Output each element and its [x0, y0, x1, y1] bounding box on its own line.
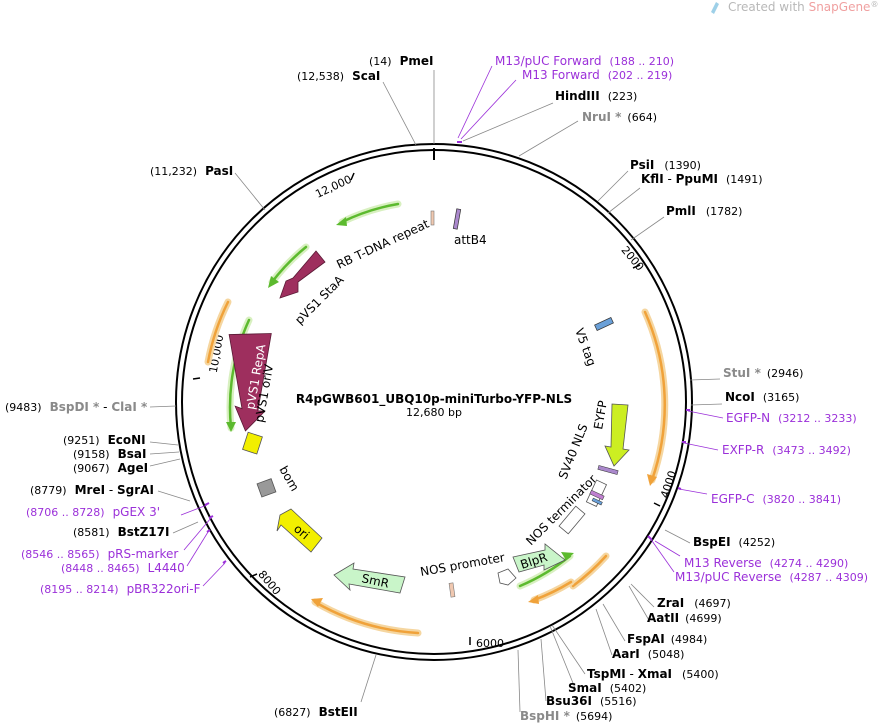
site-bsai: (9158)BsaI	[73, 447, 146, 461]
primer-marks	[204, 141, 690, 564]
smr-label: SmR	[360, 571, 390, 590]
snapgene-watermark: Created with SnapGene®	[711, 0, 878, 14]
primer-m13-puc-forward: M13/pUC Forward(188 .. 210)	[495, 54, 674, 68]
site-bspei: BspEI(4252)	[693, 535, 775, 549]
bom-box	[256, 478, 277, 498]
ori-arrow	[276, 508, 323, 553]
orf-arrows	[204, 200, 669, 637]
site-zrai: ZraI(4697)	[657, 596, 731, 610]
site-bsphi: BspHI *(5694)	[520, 709, 612, 723]
watermark-brand: SnapGene	[809, 0, 871, 14]
tick-label-6000: 6000	[476, 637, 504, 650]
primer-m13-reverse: M13 Reverse(4274 .. 4290)	[684, 556, 848, 570]
site-psii: PsiI(1390)	[630, 158, 701, 172]
scale-ticks	[192, 172, 661, 645]
site-bsteii: (6827)BstEII	[274, 705, 358, 719]
attb4-label: attB4	[454, 233, 487, 247]
site-econi: (9251)EcoNI	[63, 433, 146, 447]
site-stui: StuI *(2946)	[723, 366, 803, 380]
site-mrei-sgrai: (8779)MreI - SgrAI	[30, 483, 154, 497]
site-nrui: NruI *(664)	[582, 110, 657, 124]
site-leaders	[149, 70, 723, 713]
v5-tag-mark	[594, 317, 614, 331]
primer-m13-forward: M13 Forward(202 .. 219)	[522, 68, 672, 82]
site-tspmi-xmai: TspMI - XmaI(5400)	[587, 667, 719, 681]
site-pmei: (14)PmeI	[369, 54, 434, 68]
bom-label: bom	[276, 464, 301, 494]
site-agei: (9067)AgeI	[73, 461, 148, 475]
primer-leaders	[180, 65, 724, 587]
smr-arrow	[333, 562, 406, 594]
pvs1-repa-arrow	[228, 333, 272, 432]
primer-pbr322ori-f: (8195 .. 8214)pBR322ori-F	[40, 582, 201, 596]
svg-text:Created with SnapGene®: Created with SnapGene®	[728, 0, 878, 14]
site-scai: (12,538)ScaI	[297, 69, 380, 83]
rb-tdna-mark	[430, 210, 435, 226]
tick-label-4000: 4000	[658, 469, 679, 500]
plasmid-size: 12,680 bp	[406, 406, 462, 419]
plasmid-name: R4pGWB601_UBQ10p-miniTurbo-YFP-NLS	[296, 392, 572, 407]
site-bsu36i: Bsu36I(5516)	[546, 694, 637, 708]
site-fspai: FspAI(4984)	[627, 632, 707, 646]
primer-pgex-3: (8706 .. 8728)pGEX 3'	[26, 505, 160, 519]
attb4-mark	[452, 208, 462, 230]
nos-promoter-label: NOS promoter	[419, 550, 506, 579]
nos-terminator-box	[558, 505, 586, 535]
site-pasi: (11,232)PasI	[150, 164, 233, 178]
pvs1-staa-arrow	[279, 250, 326, 299]
site-ncoi: NcoI(3165)	[725, 390, 799, 404]
nos-terminator-label: NOS terminator	[523, 472, 599, 548]
watermark-prefix: Created with	[728, 0, 809, 14]
orf-top-green-head	[336, 217, 347, 226]
site-aari: AarI(5048)	[612, 647, 684, 661]
primer-egfp-n: EGFP-N(3212 .. 3233)	[726, 411, 857, 425]
site-bstz17i: (8581)BstZ17I	[73, 525, 169, 539]
blpr-arrow	[512, 543, 566, 573]
snapgene-logo-icon	[711, 2, 719, 14]
site-bspdi-clai: (9483)BspDI * - ClaI *	[5, 400, 148, 414]
orf-bottom-orange	[311, 598, 422, 637]
watermark-mark: ®	[870, 0, 878, 9]
nls-marks	[589, 489, 605, 506]
site-smai: SmaI(5402)	[568, 681, 646, 695]
v5-tag-label: V5 tag	[572, 326, 599, 368]
primer-prs-marker: (8546 .. 8565)pRS-marker	[21, 547, 178, 561]
primer-m13-puc-reverse: M13/pUC Reverse(4287 .. 4309)	[675, 570, 868, 584]
blpr-white-arrow	[497, 568, 517, 586]
sv40-nls-mark	[597, 465, 619, 475]
pvs1-oriv-box	[242, 431, 263, 455]
primer-l4440: (8448 .. 8465)L4440	[61, 561, 185, 575]
primer-egfp-c: EGFP-C(3820 .. 3841)	[711, 492, 841, 506]
nos-promoter-mark	[448, 582, 456, 598]
primer-exfp-r: EXFP-R(3473 .. 3492)	[722, 443, 851, 457]
site-kfli-ppumi: KflI - PpuMI(1491)	[641, 172, 763, 186]
site-aatii: AatII(4699)	[647, 611, 722, 625]
eyfp-label: EYFP	[591, 399, 610, 430]
site-pmli: PmlI(1782)	[666, 204, 742, 218]
sv40-nls-label: SV40 NLS	[556, 422, 591, 481]
rb-tdna-label: RB T-DNA repeat	[334, 217, 431, 272]
site-hindiii: HindIII(223)	[555, 89, 637, 103]
eyfp-arrow	[604, 403, 630, 467]
